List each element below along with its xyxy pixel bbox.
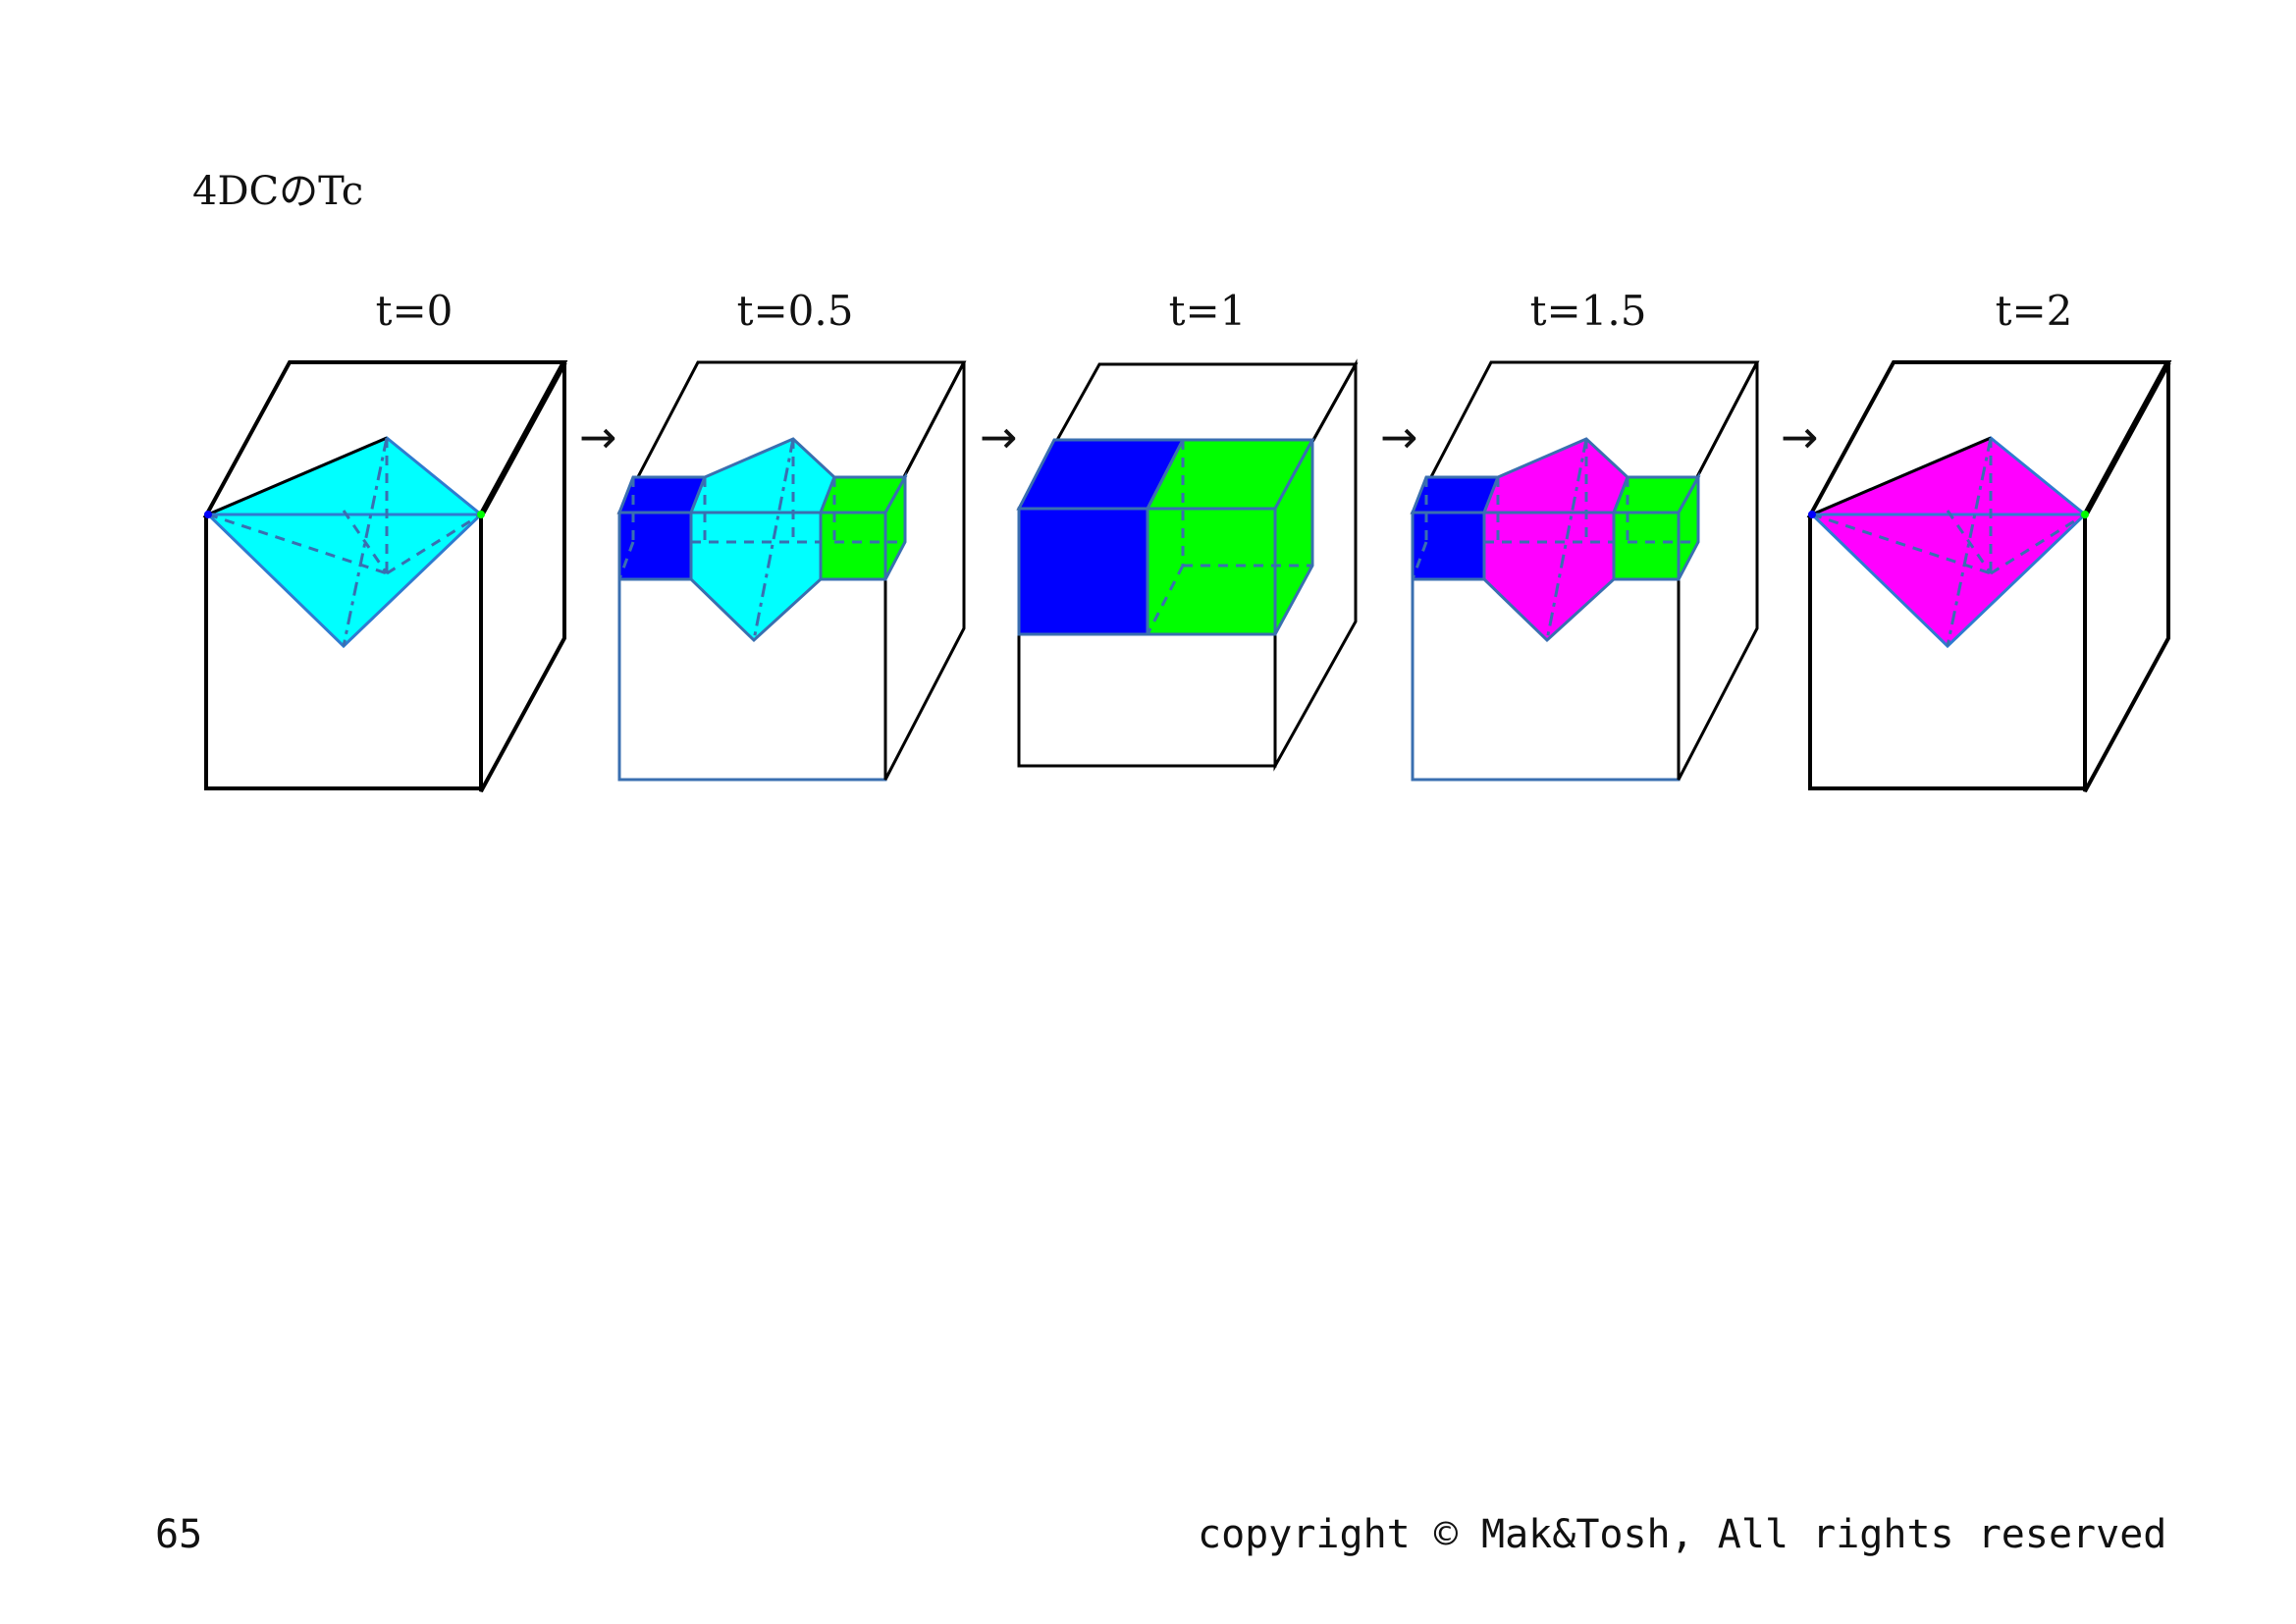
- hidden-edge: [1411, 541, 1428, 580]
- green-cube-front: [1146, 507, 1277, 636]
- arrow-1: →: [579, 410, 617, 463]
- stage-t0-figure: [202, 360, 568, 792]
- cube-frame: [2083, 361, 2170, 792]
- cube-frame: [479, 361, 566, 792]
- octahedron-hidden-edge: [1946, 437, 1993, 647]
- green-cube-front: [1612, 511, 1681, 581]
- arrow-4: →: [1781, 410, 1819, 463]
- arrow-2: →: [980, 410, 1018, 463]
- green-cube-side: [883, 471, 907, 580]
- octahedron-hidden-edge: [1946, 510, 1993, 574]
- vertex-dot: [204, 511, 212, 518]
- octahedron-hidden-edge: [1990, 513, 2086, 575]
- vertex-dot: [477, 511, 485, 518]
- hidden-edge: [617, 541, 635, 580]
- octahedron-hidden-edge: [386, 513, 482, 575]
- copyright-notice: copyright © Mak&Tosh, All rights reserve…: [1198, 1512, 2167, 1557]
- magenta-solid: [1482, 437, 1629, 643]
- stage-label-t2: t=2: [1995, 287, 2073, 335]
- green-cube-side: [1677, 471, 1700, 580]
- page-number: 65: [155, 1512, 203, 1557]
- octahedron-face: [1809, 436, 2088, 649]
- hidden-edge: [752, 438, 795, 641]
- cube-frame: [1273, 358, 1358, 772]
- hidden-edge: [1146, 565, 1185, 635]
- octahedron-edge: [207, 436, 388, 516]
- octahedron-edge: [1811, 436, 1992, 516]
- hidden-edge: [1545, 438, 1588, 641]
- page-title: 4DCのTc: [192, 169, 364, 214]
- cube-frame: [478, 360, 567, 517]
- stage-label-t1-5: t=1.5: [1529, 287, 1647, 335]
- cube-frame: [1677, 361, 1759, 781]
- stage-label-t0: t=0: [375, 287, 454, 335]
- stage-t1-5-figure: [1410, 360, 1760, 782]
- vertex-dot: [2081, 511, 2089, 518]
- octahedron-hidden-edge: [342, 510, 389, 574]
- green-cube-front: [819, 511, 887, 581]
- stage-t0-5-figure: [616, 360, 967, 782]
- cube-frame: [2082, 360, 2171, 517]
- stage-label-t1: t=1: [1168, 287, 1247, 335]
- stage-t2-figure: [1806, 360, 2172, 792]
- vertex-dot: [1808, 511, 1816, 518]
- stage-label-t0-5: t=0.5: [736, 287, 854, 335]
- blue-cube-front: [1017, 507, 1149, 636]
- stage-t1-figure: [1016, 358, 1359, 772]
- octahedron-hidden-edge: [342, 437, 389, 647]
- octahedron-face: [205, 436, 484, 649]
- octahedron-hidden-edge: [1811, 513, 1992, 575]
- cyan-solid: [689, 437, 836, 643]
- arrow-3: →: [1380, 410, 1418, 463]
- octahedron-hidden-edge: [207, 513, 388, 575]
- cube-frame: [883, 361, 966, 781]
